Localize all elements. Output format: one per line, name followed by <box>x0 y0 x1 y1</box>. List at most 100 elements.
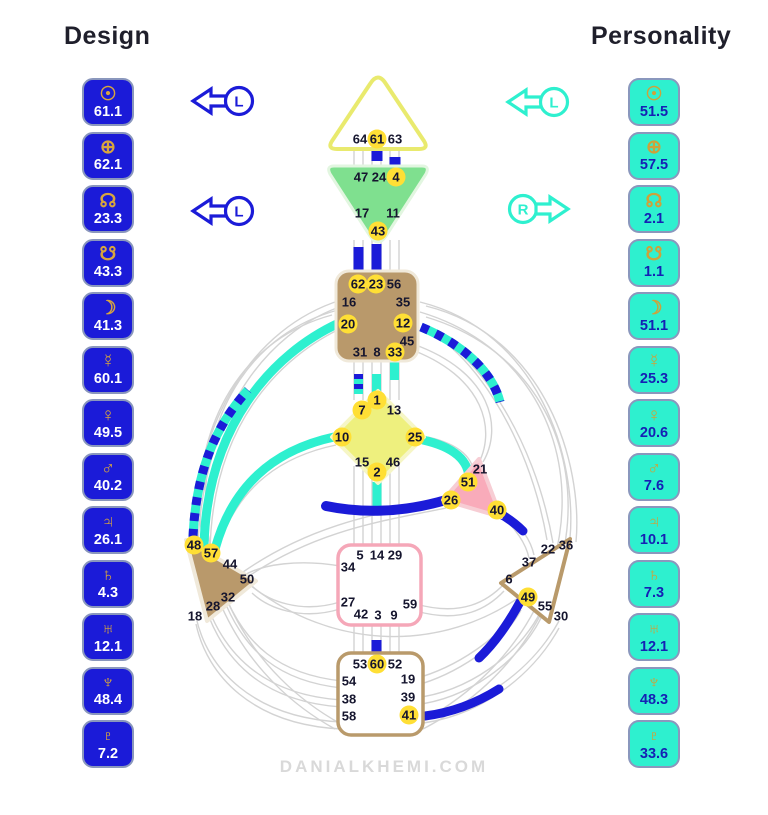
throat-center <box>334 269 420 363</box>
svg-text:50: 50 <box>240 572 254 587</box>
svg-text:2: 2 <box>373 465 380 480</box>
head-center <box>328 75 428 151</box>
svg-text:46: 46 <box>386 455 400 470</box>
svg-text:37: 37 <box>522 555 536 570</box>
gate-14: 14 <box>370 548 385 563</box>
svg-text:10: 10 <box>335 430 349 445</box>
gate-62: 62 <box>348 274 368 294</box>
gate-12: 12 <box>393 313 413 333</box>
personality-planet-column: ☉51.5 ⊕57.5 ☊2.1 ☋1.1 ☽51.1 ☿25.3 ♀20.6 … <box>628 78 680 768</box>
north-node-icon: ☊ <box>645 190 663 212</box>
design-badge-neptune: ♆48.4 <box>82 666 134 715</box>
gate-25: 25 <box>405 427 425 447</box>
mercury-icon: ☿ <box>646 351 662 373</box>
left-arrow-icon <box>190 196 228 226</box>
personality-moon-gate: 51.1 <box>639 317 669 334</box>
centers <box>184 75 572 737</box>
svg-text:39: 39 <box>401 690 415 705</box>
svg-text:34: 34 <box>341 560 356 575</box>
svg-text:15: 15 <box>355 455 369 470</box>
design-sun-gate: 61.1 <box>93 103 123 120</box>
neptune-icon: ♆ <box>100 672 116 694</box>
south-node-icon: ☋ <box>99 244 117 266</box>
svg-text:3: 3 <box>374 608 381 623</box>
gate-21: 21 <box>473 462 487 477</box>
svg-text:60: 60 <box>370 657 384 672</box>
gate-55: 55 <box>538 599 552 614</box>
channel-20-57-personality <box>199 318 344 551</box>
personality-uranus-gate: 12.1 <box>639 638 669 655</box>
earth-icon: ⊕ <box>646 137 662 159</box>
gate-4: 4 <box>386 167 406 187</box>
personality-jupiter-gate: 10.1 <box>639 531 669 548</box>
svg-text:49: 49 <box>521 590 535 605</box>
jupiter-icon: ♃ <box>646 511 662 533</box>
gate-2: 2 <box>367 462 387 482</box>
personality-saturn-gate: 7.3 <box>643 585 665 602</box>
design-badge-uranus: ♅12.1 <box>82 613 134 661</box>
svg-text:22: 22 <box>541 542 555 557</box>
gate-38: 38 <box>342 692 356 707</box>
moon-icon: ☽ <box>99 297 117 319</box>
personality-mars-gate: 7.6 <box>643 478 665 495</box>
sacral-center <box>336 543 423 627</box>
personality-sun-gate: 51.5 <box>639 103 669 120</box>
gate-49: 49 <box>518 587 538 607</box>
personality-neptune-gate: 48.3 <box>639 692 669 709</box>
gate-33: 33 <box>385 342 405 362</box>
design-mars-gate: 40.2 <box>93 478 123 495</box>
design-pluto-gate: 7.2 <box>97 745 119 762</box>
svg-text:19: 19 <box>401 672 415 687</box>
svg-text:20: 20 <box>341 317 355 332</box>
personality-badge-moon: ☽51.1 <box>628 292 680 340</box>
design-badge-jupiter: ♃26.1 <box>82 506 134 554</box>
gate-28: 28 <box>206 599 220 614</box>
gate-5: 5 <box>356 548 363 563</box>
svg-text:13: 13 <box>387 403 401 418</box>
svg-text:57: 57 <box>204 546 218 561</box>
svg-text:51: 51 <box>461 475 475 490</box>
svg-text:43: 43 <box>371 224 385 239</box>
design-planet-column: ☉61.1 ⊕62.1 ☊23.3 ☋43.3 ☽41.3 ☿60.1 ♀49.… <box>82 78 134 768</box>
design-badge-mercury: ☿60.1 <box>82 345 134 394</box>
gate-32: 32 <box>221 590 235 605</box>
svg-text:12: 12 <box>396 316 410 331</box>
personality-pluto-gate: 33.6 <box>639 745 669 762</box>
uranus-icon: ♅ <box>646 618 662 640</box>
design-badge-earth: ⊕62.1 <box>82 131 134 180</box>
svg-text:9: 9 <box>390 608 397 623</box>
gate-43: 43 <box>368 221 388 241</box>
design-arrow-top: L <box>190 85 255 117</box>
design-saturn-gate: 4.3 <box>97 585 119 602</box>
gate-20: 20 <box>338 314 358 334</box>
personality-badge-north-node: ☊2.1 <box>628 185 680 233</box>
svg-text:5: 5 <box>356 548 363 563</box>
gate-53: 53 <box>353 657 367 672</box>
uranus-icon: ♅ <box>100 618 116 640</box>
design-badge-moon: ☽41.3 <box>82 292 134 340</box>
gate-6: 6 <box>505 572 512 587</box>
gate-58: 58 <box>342 709 356 724</box>
gate-34: 34 <box>341 560 356 575</box>
pluto-icon: ♇ <box>646 725 662 747</box>
svg-text:53: 53 <box>353 657 367 672</box>
personality-badge-mars: ♂7.6 <box>628 452 680 501</box>
design-badge-venus: ♀49.5 <box>82 399 134 447</box>
svg-text:29: 29 <box>388 548 402 563</box>
gate-11: 11 <box>386 206 400 221</box>
svg-text:33: 33 <box>388 345 402 360</box>
right-arrow-icon <box>534 194 571 224</box>
left-arrow-icon <box>190 86 228 116</box>
design-badge-pluto: ♇7.2 <box>82 720 134 768</box>
gate-3: 3 <box>374 608 381 623</box>
personality-badge-neptune: ♆48.3 <box>628 666 680 715</box>
design-south-node-gate: 43.3 <box>93 264 123 281</box>
personality-badge-sun: ☉51.5 <box>628 78 680 126</box>
gate-36: 36 <box>559 538 573 553</box>
gate-51: 51 <box>458 472 478 492</box>
variable-arrows: L L L R <box>190 85 571 227</box>
personality-mercury-gate: 25.3 <box>639 371 669 388</box>
design-jupiter-gate: 26.1 <box>93 531 123 548</box>
personality-venus-gate: 20.6 <box>639 424 669 441</box>
svg-text:16: 16 <box>342 295 356 310</box>
